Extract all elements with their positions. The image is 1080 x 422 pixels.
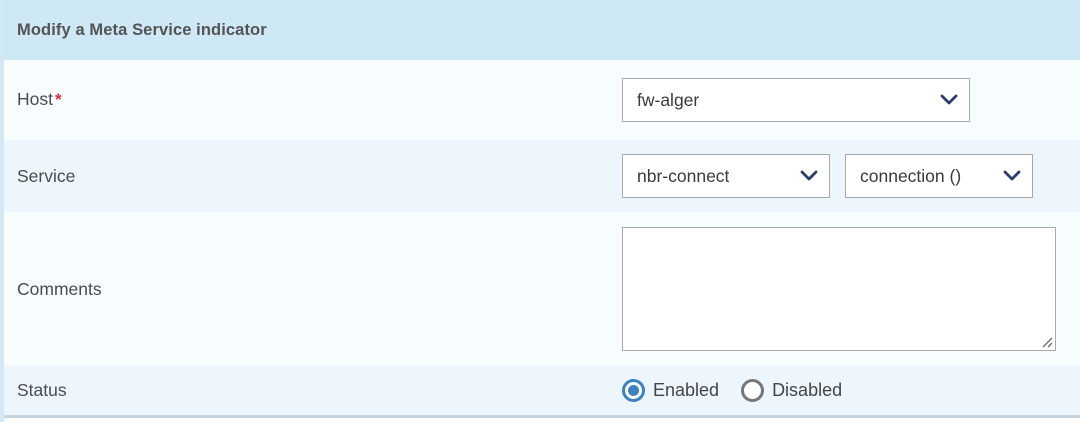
comments-control bbox=[622, 227, 1070, 351]
comments-textarea[interactable] bbox=[622, 227, 1056, 351]
comments-label: Comments bbox=[17, 278, 102, 299]
host-label: Host* bbox=[17, 89, 622, 110]
service-control: nbr-connect connection () bbox=[622, 154, 1070, 198]
service-label: Service bbox=[17, 165, 76, 186]
radio-selected-icon[interactable] bbox=[622, 379, 645, 402]
form-row-comments: Comments bbox=[4, 212, 1080, 366]
form-row-host: Host* fw-alger bbox=[4, 60, 1080, 140]
host-select[interactable]: fw-alger bbox=[622, 78, 970, 122]
required-asterisk: * bbox=[54, 90, 62, 110]
status-radio-group: Enabled Disabled bbox=[622, 379, 864, 402]
metric-select-value: connection () bbox=[860, 165, 962, 186]
chevron-down-icon bbox=[1003, 170, 1021, 181]
service-select[interactable]: nbr-connect bbox=[622, 154, 830, 198]
form-row-service: Service nbr-connect connection () bbox=[4, 140, 1080, 212]
host-select-value: fw-alger bbox=[637, 89, 700, 110]
panel-header: Modify a Meta Service indicator bbox=[4, 0, 1080, 60]
chevron-down-icon bbox=[940, 94, 958, 105]
chevron-down-icon bbox=[800, 170, 818, 181]
page-title: Modify a Meta Service indicator bbox=[17, 20, 267, 39]
metric-select[interactable]: connection () bbox=[845, 154, 1033, 198]
status-option-disabled[interactable]: Disabled bbox=[741, 379, 842, 402]
status-option-disabled-label: Disabled bbox=[772, 380, 843, 400]
service-select-value: nbr-connect bbox=[637, 165, 730, 186]
host-control: fw-alger bbox=[622, 78, 1070, 122]
resize-grip-icon[interactable] bbox=[1039, 334, 1053, 348]
status-control: Enabled Disabled bbox=[622, 379, 1070, 402]
status-option-enabled-label: Enabled bbox=[653, 380, 720, 400]
host-label-text: Host bbox=[17, 89, 53, 110]
radio-unselected-icon[interactable] bbox=[741, 379, 765, 402]
form-row-status: Status Enabled Disabled bbox=[4, 366, 1080, 418]
status-option-enabled[interactable]: Enabled bbox=[622, 379, 719, 402]
status-label: Status bbox=[17, 380, 67, 400]
